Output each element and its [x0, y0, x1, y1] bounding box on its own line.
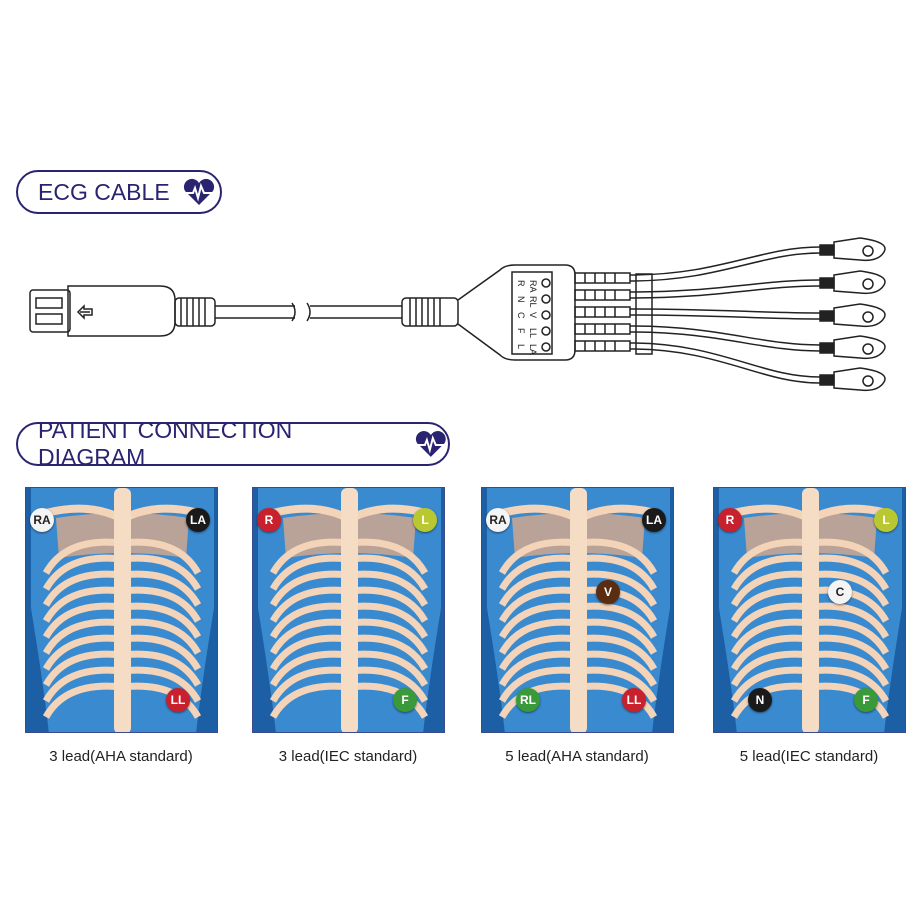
patient-panel: RA LA V RL LL — [481, 487, 674, 733]
connector-label-iec: R — [516, 280, 526, 287]
panel-caption: 5 lead(IEC standard) — [739, 748, 879, 765]
snap-clip — [833, 335, 886, 360]
electrode-rl: RL — [516, 688, 540, 712]
patient-connection-title: PATIENT CONNECTION DIAGRAM — [38, 417, 293, 470]
strain-relief-right — [401, 297, 459, 327]
patient-panel: R L F — [252, 487, 445, 733]
connector-pin — [541, 278, 551, 288]
electrode-ll: LL — [166, 688, 190, 712]
connector-label-panel — [511, 271, 553, 355]
connector-label-aha: LL — [528, 328, 538, 338]
connector-label-iec: L — [516, 344, 526, 349]
electrode-f: F — [854, 688, 878, 712]
panel-caption: 5 lead(AHA standard) — [505, 748, 649, 765]
heart-pulse-icon — [183, 178, 214, 205]
connector-pin — [541, 294, 551, 304]
connector-label-iec: C — [516, 312, 526, 319]
lead-wire — [574, 270, 886, 301]
electrode-l: L — [413, 508, 437, 532]
electrode-r: R — [257, 508, 281, 532]
lead-wire — [574, 303, 886, 328]
panel-caption: 3 lead(AHA standard) — [49, 748, 193, 765]
ecg-cable-title: ECG CABLE — [38, 178, 170, 205]
connector-pin — [541, 342, 551, 352]
panel-caption: 3 lead(IEC standard) — [278, 748, 418, 765]
connector-label-iec: F — [516, 328, 526, 334]
electrode-f: F — [393, 688, 417, 712]
torso-illustration — [482, 488, 673, 732]
electrode-ra: RA — [486, 508, 510, 532]
ecg-cable-illustration: RAR RLN VC LLF LAL — [29, 237, 886, 392]
electrode-ll: LL — [622, 688, 646, 712]
snap-clip — [833, 367, 886, 392]
snap-clip — [833, 270, 886, 295]
connector-pin — [541, 326, 551, 336]
electrode-ra: RA — [30, 508, 54, 532]
patient-panel: RA LA LL — [25, 487, 218, 733]
torso-illustration — [253, 488, 444, 732]
lead-separator — [635, 273, 653, 355]
patient-panel: R L C N F — [713, 487, 906, 733]
patient-connection-heading: PATIENT CONNECTION DIAGRAM — [16, 417, 450, 470]
lead-wire — [574, 340, 886, 392]
electrode-v: V — [596, 580, 620, 604]
arrow-icon — [76, 304, 93, 320]
snap-clip — [833, 237, 886, 262]
electrode-r: R — [718, 508, 742, 532]
plug-end — [29, 289, 71, 333]
snap-clip — [833, 303, 886, 328]
electrode-la: LA — [642, 508, 666, 532]
connector-label-aha: V — [528, 312, 538, 318]
connector-label-aha: RA — [528, 280, 538, 293]
electrode-n: N — [748, 688, 772, 712]
electrode-c: C — [828, 580, 852, 604]
lead-wire — [574, 237, 886, 284]
connector-pin — [541, 310, 551, 320]
ecg-cable-heading: ECG CABLE — [16, 170, 222, 214]
connector-label-aha: RL — [528, 296, 538, 308]
plug-body — [67, 285, 176, 337]
connector-label-aha: LA — [528, 344, 538, 355]
lead-wire — [574, 323, 886, 360]
connector-label-iec: N — [516, 296, 526, 303]
electrode-la: LA — [186, 508, 210, 532]
electrode-l: L — [874, 508, 898, 532]
strain-relief-left — [174, 297, 216, 327]
torso-illustration — [26, 488, 217, 732]
heart-pulse-icon — [416, 431, 447, 457]
